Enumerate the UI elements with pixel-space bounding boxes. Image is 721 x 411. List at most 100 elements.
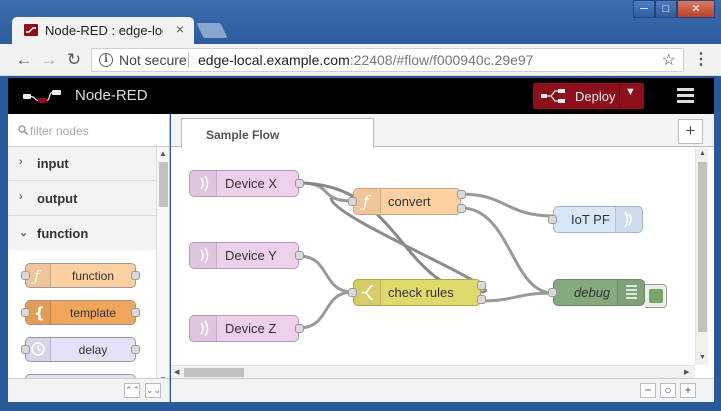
filter-nodes-input[interactable] — [30, 122, 160, 140]
url-text[interactable]: edge-local.example.com:22408/#flow/f0009… — [198, 52, 533, 68]
app-title: Node-RED — [75, 87, 148, 104]
back-button[interactable]: ← — [15, 50, 33, 69]
node-red-logo-icon — [23, 90, 61, 103]
wire — [298, 290, 354, 330]
palette-scroll-thumb[interactable] — [159, 162, 168, 207]
flow-node-device-z[interactable]: Device Z — [189, 315, 304, 342]
collapse-all-button[interactable]: ⌃⌃ — [124, 383, 140, 398]
category-output[interactable]: › output — [8, 182, 156, 216]
flow-node-device-x[interactable]: Device X — [189, 170, 304, 197]
output-port[interactable] — [295, 251, 304, 260]
input-port[interactable] — [548, 288, 557, 297]
function-icon: ƒ — [26, 264, 51, 287]
deploy-label: Deploy — [575, 89, 616, 104]
address-bar[interactable]: i Not secure edge-local.example.com:2240… — [91, 48, 684, 72]
output-port[interactable] — [295, 324, 304, 333]
node-palette: › input › output ⌄ function ƒ function {… — [8, 114, 170, 402]
star-icon[interactable]: ☆ — [661, 52, 676, 69]
output-port[interactable] — [477, 281, 486, 290]
reload-button[interactable]: ↻ — [66, 50, 82, 69]
flow-canvas[interactable]: Device X Device Y Device Z ƒ convert che… — [171, 148, 698, 365]
palette-scrollbar[interactable]: ▲ ▼ — [156, 147, 169, 386]
output-port[interactable] — [295, 179, 304, 188]
deploy-menu-caret-icon[interactable]: ▼ — [625, 86, 636, 98]
flow-node-check-rules[interactable]: check rules — [348, 279, 486, 306]
input-port[interactable] — [21, 271, 30, 280]
scroll-up-icon[interactable]: ▲ — [159, 149, 167, 158]
output-port[interactable] — [131, 271, 140, 280]
template-icon: { — [26, 301, 51, 324]
desktop-strip — [0, 402, 721, 411]
workspace: Sample Flow + Device X De — [171, 114, 714, 402]
add-flow-button[interactable]: + — [678, 119, 703, 144]
palette-footer: ⌃⌃ ⌄⌄ — [8, 378, 169, 402]
output-port[interactable] — [131, 345, 140, 354]
zoom-out-button[interactable]: − — [640, 383, 656, 398]
output-port[interactable] — [131, 308, 140, 317]
input-port[interactable] — [21, 345, 30, 354]
mqtt-icon — [190, 243, 217, 268]
flow-node-convert[interactable]: ƒ convert — [348, 188, 466, 215]
output-port[interactable] — [457, 204, 466, 213]
function-icon: ƒ — [354, 189, 381, 214]
input-port[interactable] — [548, 215, 557, 224]
chevron-down-icon: ⌄ — [19, 227, 29, 239]
canvas-horizontal-scrollbar[interactable]: ◀ ▶ — [171, 365, 695, 378]
input-port[interactable] — [348, 197, 357, 206]
zoom-reset-button[interactable]: ○ — [660, 383, 676, 398]
minimize-button[interactable]: ─ — [633, 0, 655, 18]
tab-close-icon[interactable]: × — [175, 21, 184, 37]
node-label: Device Y — [225, 248, 277, 263]
browser-menu-icon[interactable]: ⋮ — [693, 51, 709, 68]
close-window-button[interactable]: ✕ — [677, 0, 715, 18]
scroll-down-icon[interactable]: ▼ — [699, 354, 706, 361]
expand-all-button[interactable]: ⌄⌄ — [145, 383, 161, 398]
horizontal-scroll-thumb[interactable] — [184, 368, 244, 377]
category-label: output — [37, 191, 78, 206]
maximize-button[interactable]: □ — [655, 0, 677, 18]
vertical-scroll-thumb[interactable] — [698, 162, 707, 332]
input-port[interactable] — [21, 308, 30, 317]
output-port[interactable] — [477, 295, 486, 304]
category-function[interactable]: ⌄ function — [8, 217, 156, 251]
zoom-in-button[interactable]: + — [680, 383, 696, 398]
palette-node-function[interactable]: ƒ function — [21, 263, 140, 288]
flow-node-device-y[interactable]: Device Y — [189, 242, 304, 269]
flow-node-debug[interactable]: debug — [548, 279, 645, 306]
node-label: Device Z — [225, 321, 277, 336]
wire — [480, 291, 554, 303]
category-label: function — [37, 226, 89, 241]
switch-icon — [354, 280, 381, 305]
palette-function-nodes: ƒ function { template delay — [8, 250, 156, 386]
window-controls: ─ □ ✕ — [633, 0, 715, 18]
debug-toggle-indicator — [649, 289, 663, 303]
browser-tab[interactable]: Node-RED : edge-local.example.com × — [12, 17, 194, 44]
palette-node-template[interactable]: { template — [21, 300, 140, 325]
mqtt-out-icon — [615, 207, 642, 232]
tab-sample-flow[interactable]: Sample Flow — [181, 118, 374, 148]
debug-toggle-button[interactable] — [645, 284, 667, 308]
security-label: Not secure — [119, 52, 187, 68]
node-red-favicon-icon — [24, 24, 38, 36]
category-input[interactable]: › input — [8, 147, 156, 181]
canvas-vertical-scrollbar[interactable]: ▲ ▼ — [695, 148, 708, 365]
forward-button[interactable]: → — [40, 50, 58, 69]
new-tab-button[interactable] — [196, 23, 228, 38]
info-icon[interactable]: i — [99, 53, 113, 67]
output-port[interactable] — [457, 190, 466, 199]
deploy-button[interactable]: Deploy ▼ — [533, 83, 644, 109]
scroll-left-icon[interactable]: ◀ — [174, 369, 180, 376]
main-menu-icon[interactable] — [677, 88, 694, 104]
scroll-up-icon[interactable]: ▲ — [699, 150, 706, 157]
deploy-icon — [541, 89, 565, 103]
tab-label: Sample Flow — [206, 128, 280, 142]
node-label: debug — [574, 285, 611, 300]
palette-node-label: delay — [78, 343, 108, 357]
palette-node-delay[interactable]: delay — [21, 337, 140, 362]
scroll-right-icon[interactable]: ▶ — [684, 369, 690, 376]
svg-text:ƒ: ƒ — [360, 192, 372, 211]
flow-node-iot-pf[interactable]: IoT PF — [548, 206, 643, 233]
input-port[interactable] — [348, 288, 357, 297]
workspace-footer: − ○ + — [171, 378, 714, 402]
url-path: :22408/#flow/f000940c.29e97 — [349, 52, 534, 68]
